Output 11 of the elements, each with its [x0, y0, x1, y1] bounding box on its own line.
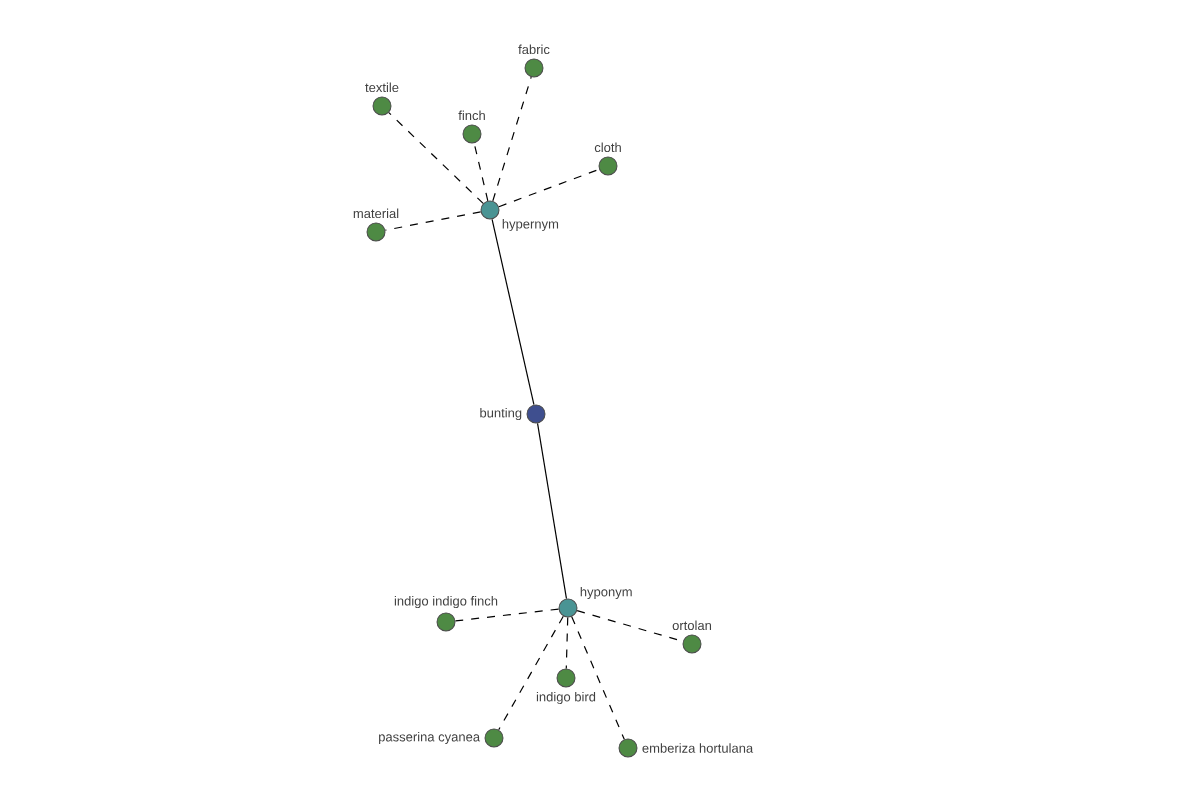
connector-line [571, 616, 625, 740]
connector-line [492, 76, 532, 202]
connector-line [536, 422, 568, 600]
connector-line [565, 616, 569, 670]
connector-line [498, 168, 600, 208]
connector-line [384, 211, 482, 231]
connector-line [473, 142, 489, 202]
connector-line [491, 218, 535, 406]
connector-line [454, 608, 560, 622]
connector-line [498, 615, 564, 731]
connector-line [388, 112, 484, 204]
